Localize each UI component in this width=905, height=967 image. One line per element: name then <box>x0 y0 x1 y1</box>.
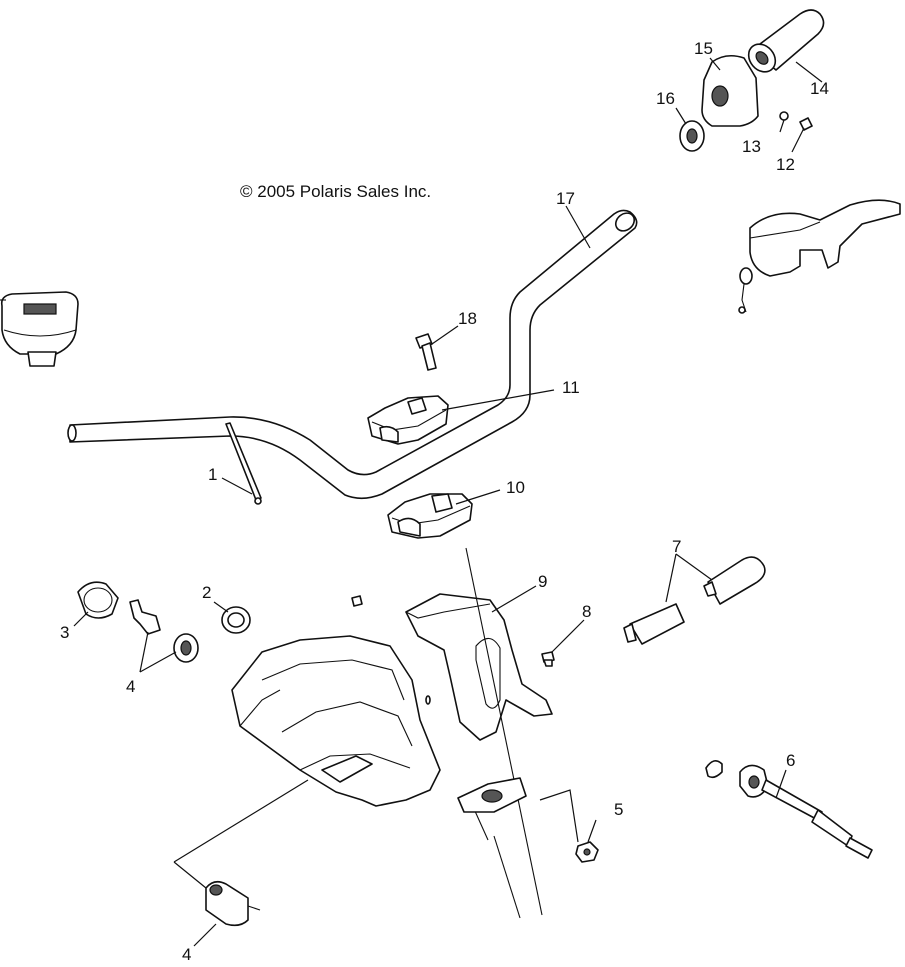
callout-9: 9 <box>538 572 547 591</box>
part-6-key-switch <box>705 760 873 859</box>
callout-14: 14 <box>810 79 829 98</box>
part-18-bolt <box>415 333 437 371</box>
brake-lever-assembly <box>738 199 901 314</box>
callout-15: 15 <box>694 39 713 58</box>
callout-8: 8 <box>582 602 591 621</box>
leader-lines <box>73 57 823 947</box>
part-8-screw <box>541 651 555 667</box>
part-11-upper-clamp <box>367 395 449 445</box>
part-7-connector-lower <box>623 603 685 645</box>
part-13-screw <box>779 111 789 121</box>
callout-7: 7 <box>672 537 681 556</box>
small-clip <box>351 595 363 607</box>
callout-1: 1 <box>208 465 217 484</box>
copyright-text: © 2005 Polaris Sales Inc. <box>240 182 431 201</box>
part-7-connector-upper <box>703 556 766 605</box>
callout-4a: 4 <box>126 677 135 696</box>
part-3-cap <box>77 581 119 619</box>
callout-5: 5 <box>614 800 623 819</box>
part-17-handlebar <box>67 209 638 500</box>
callout-4b: 4 <box>182 945 191 964</box>
part-1-cable-tie <box>225 422 262 505</box>
callout-2: 2 <box>202 583 211 602</box>
callout-17: 17 <box>556 189 575 208</box>
callout-11: 11 <box>562 378 580 397</box>
part-15-throttle-housing <box>701 54 759 127</box>
part-4-bracket <box>129 599 161 635</box>
part-14-hand-grip <box>747 9 825 73</box>
callout-13: 13 <box>742 137 761 156</box>
part-9-bracket <box>405 593 553 741</box>
part-5-nut <box>575 841 599 863</box>
part-4-grommet <box>173 633 199 663</box>
part-12-clip <box>799 117 813 131</box>
callout-6: 6 <box>786 751 795 770</box>
instrument-pod-housing <box>231 635 441 807</box>
part-4-switch-bottom <box>205 880 261 927</box>
callout-16: 16 <box>656 89 675 108</box>
left-switch-assembly <box>0 291 79 367</box>
callouts: 1 2 3 4 4 5 6 7 8 9 10 11 12 13 14 15 16… <box>60 39 829 964</box>
callout-3: 3 <box>60 623 69 642</box>
part-10-lower-clamp <box>387 493 473 539</box>
part-16-washer <box>679 120 705 152</box>
callout-10: 10 <box>506 478 525 497</box>
part-2-grommet <box>221 606 251 634</box>
callout-18: 18 <box>458 309 477 328</box>
callout-12: 12 <box>776 155 795 174</box>
shaft-mount-plate <box>457 777 527 813</box>
